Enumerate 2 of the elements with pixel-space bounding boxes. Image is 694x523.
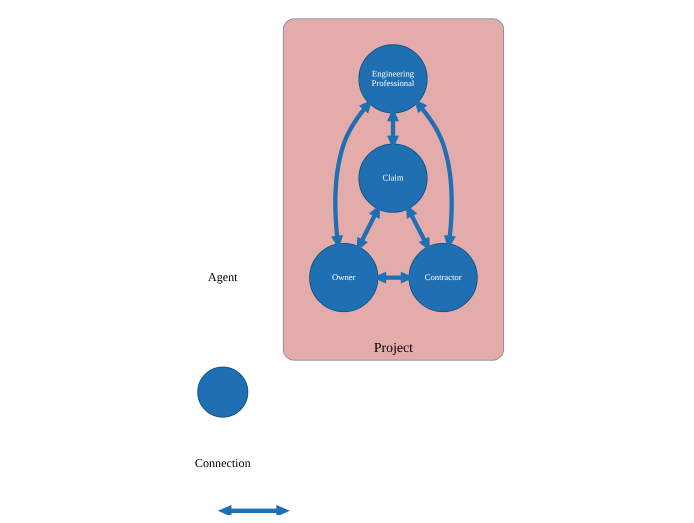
legend-label: Connection bbox=[194, 456, 251, 470]
legend-label: Agent bbox=[208, 270, 238, 284]
